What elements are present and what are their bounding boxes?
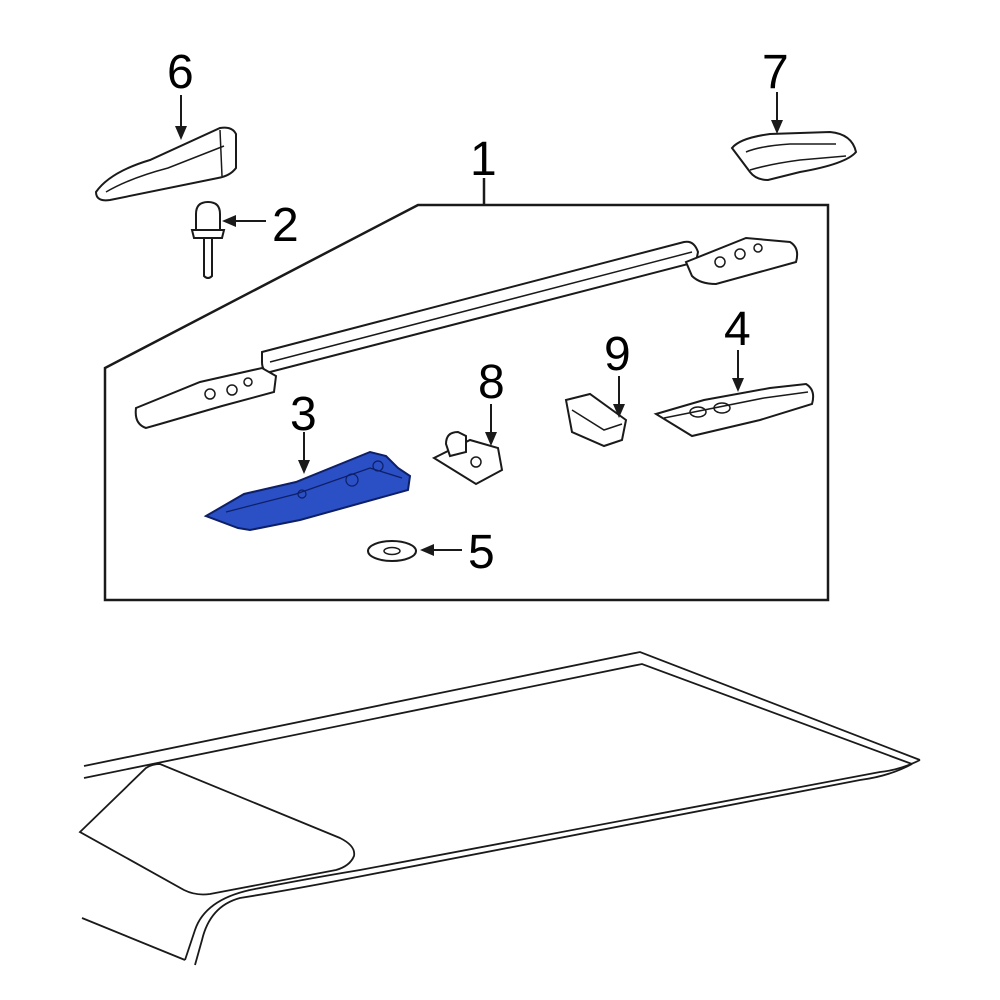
arrowhead-2: [222, 215, 236, 227]
part-7-rear-cover[interactable]: [730, 130, 858, 182]
arrowhead-5: [420, 544, 434, 556]
arrowhead-8: [485, 432, 497, 446]
part-3-base-plate-highlighted[interactable]: [203, 450, 412, 532]
assembly-outline: [103, 203, 830, 602]
callout-4: 4: [724, 303, 751, 356]
callout-1: 1: [470, 133, 497, 186]
callout-9: 9: [604, 328, 631, 381]
callout-3: 3: [290, 388, 317, 441]
part-8-clip-bracket[interactable]: [431, 430, 504, 486]
sunroof-outline: [78, 763, 356, 896]
callout-8: 8: [478, 356, 505, 409]
part-6-front-cover[interactable]: [94, 126, 237, 202]
part-9-clip[interactable]: [564, 392, 628, 448]
callout-7: 7: [762, 46, 789, 99]
arrowhead-3: [298, 460, 310, 474]
arrowhead-7: [771, 120, 783, 134]
part-5-washer[interactable]: [367, 540, 417, 562]
part-2-bolt[interactable]: [190, 200, 226, 279]
part-1-roof-rail[interactable]: [134, 236, 799, 430]
arrowhead-6: [175, 126, 187, 140]
callout-2: 2: [272, 199, 299, 252]
arrowhead-9: [613, 404, 625, 418]
part-4-rear-base-plate[interactable]: [653, 382, 815, 438]
arrowhead-4: [732, 378, 744, 392]
callout-5: 5: [468, 526, 495, 579]
callout-6: 6: [167, 46, 194, 99]
vehicle-roof-outline: [81, 651, 921, 966]
